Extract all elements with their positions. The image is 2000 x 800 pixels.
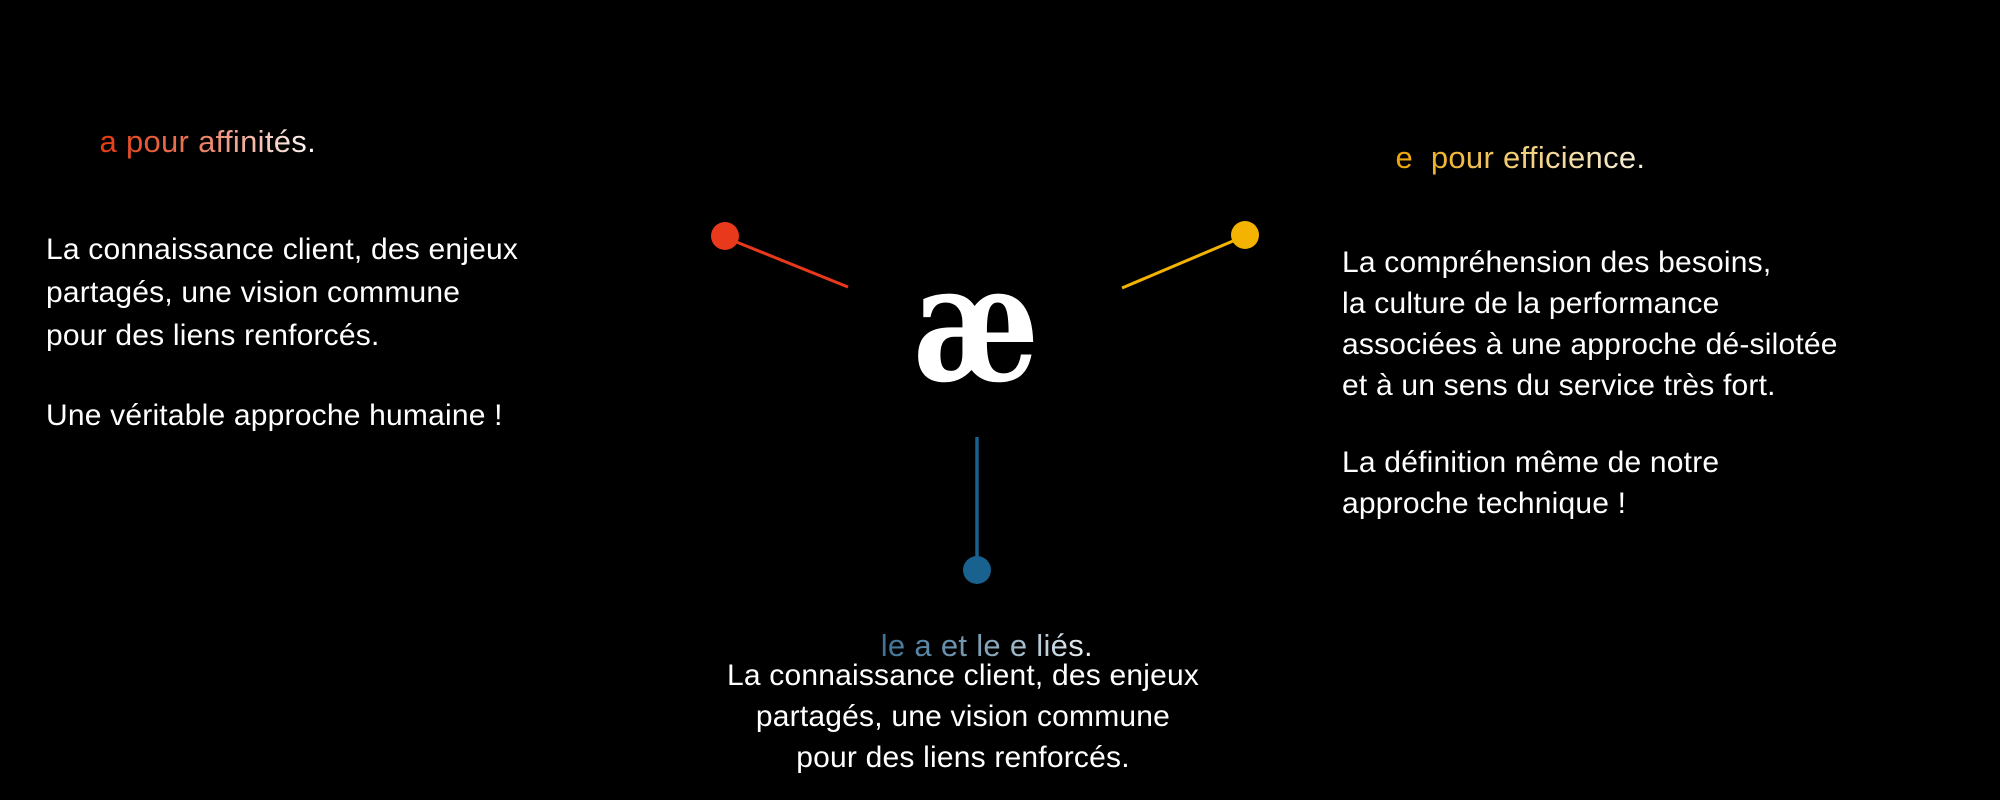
yellow-dot [1231,221,1259,249]
yellow-connector-line [1121,239,1234,290]
affinites-tagline: Une véritable approche humaine ! [46,394,646,437]
efficience-block: e pour efficience. La compréhension des … [1342,104,1962,524]
lies-heading: le a et le e liés. [719,592,1219,700]
affinites-paragraph: La connaissance client, des enjeux parta… [46,228,646,357]
efficience-paragraph-line: La compréhension des besoins, [1342,246,1772,279]
efficience-heading-text: e pour efficience. [1395,140,1646,175]
affinites-heading: a pour affinités. [46,88,646,196]
lies-paragraph-line: partagés, une vision commune [755,700,1171,733]
efficience-paragraph-line: associées à une approche dé-silotée [1342,328,1838,361]
blue-dot [963,556,991,584]
efficience-paragraph-line: la culture de la performance [1342,287,1720,320]
affinites-paragraph-line: La connaissance client, des enjeux [46,233,519,266]
affinites-paragraph-line: pour des liens renforcés. [46,319,380,352]
efficience-paragraph: La compréhension des besoins, la culture… [1342,242,1962,406]
red-dot [711,222,739,250]
efficience-heading: e pour efficience. [1342,104,1962,212]
efficience-tagline-line: approche technique ! [1342,487,1627,520]
lies-paragraph-line: pour des liens renforcés. [796,741,1130,774]
efficience-tagline: La définition même de notre approche tec… [1342,442,1962,524]
lies-paragraph: La connaissance client, des enjeux parta… [713,655,1213,778]
lies-paragraph-line: La connaissance client, des enjeux [726,659,1200,692]
affinites-block: a pour affinités. La connaissance client… [46,88,646,437]
lies-heading-text: le a et le e liés. [880,628,1093,663]
affinites-heading-text: a pour affinités. [99,124,316,159]
efficience-tagline-line: La définition même de notre [1342,446,1720,479]
affinites-tagline-text: Une véritable approche humaine ! [46,399,503,432]
ae-logo: æ [912,229,1040,419]
efficience-paragraph-line: et à un sens du service très fort. [1342,369,1776,402]
affinites-paragraph-line: partagés, une vision commune [46,276,461,309]
red-connector-line [733,239,849,289]
